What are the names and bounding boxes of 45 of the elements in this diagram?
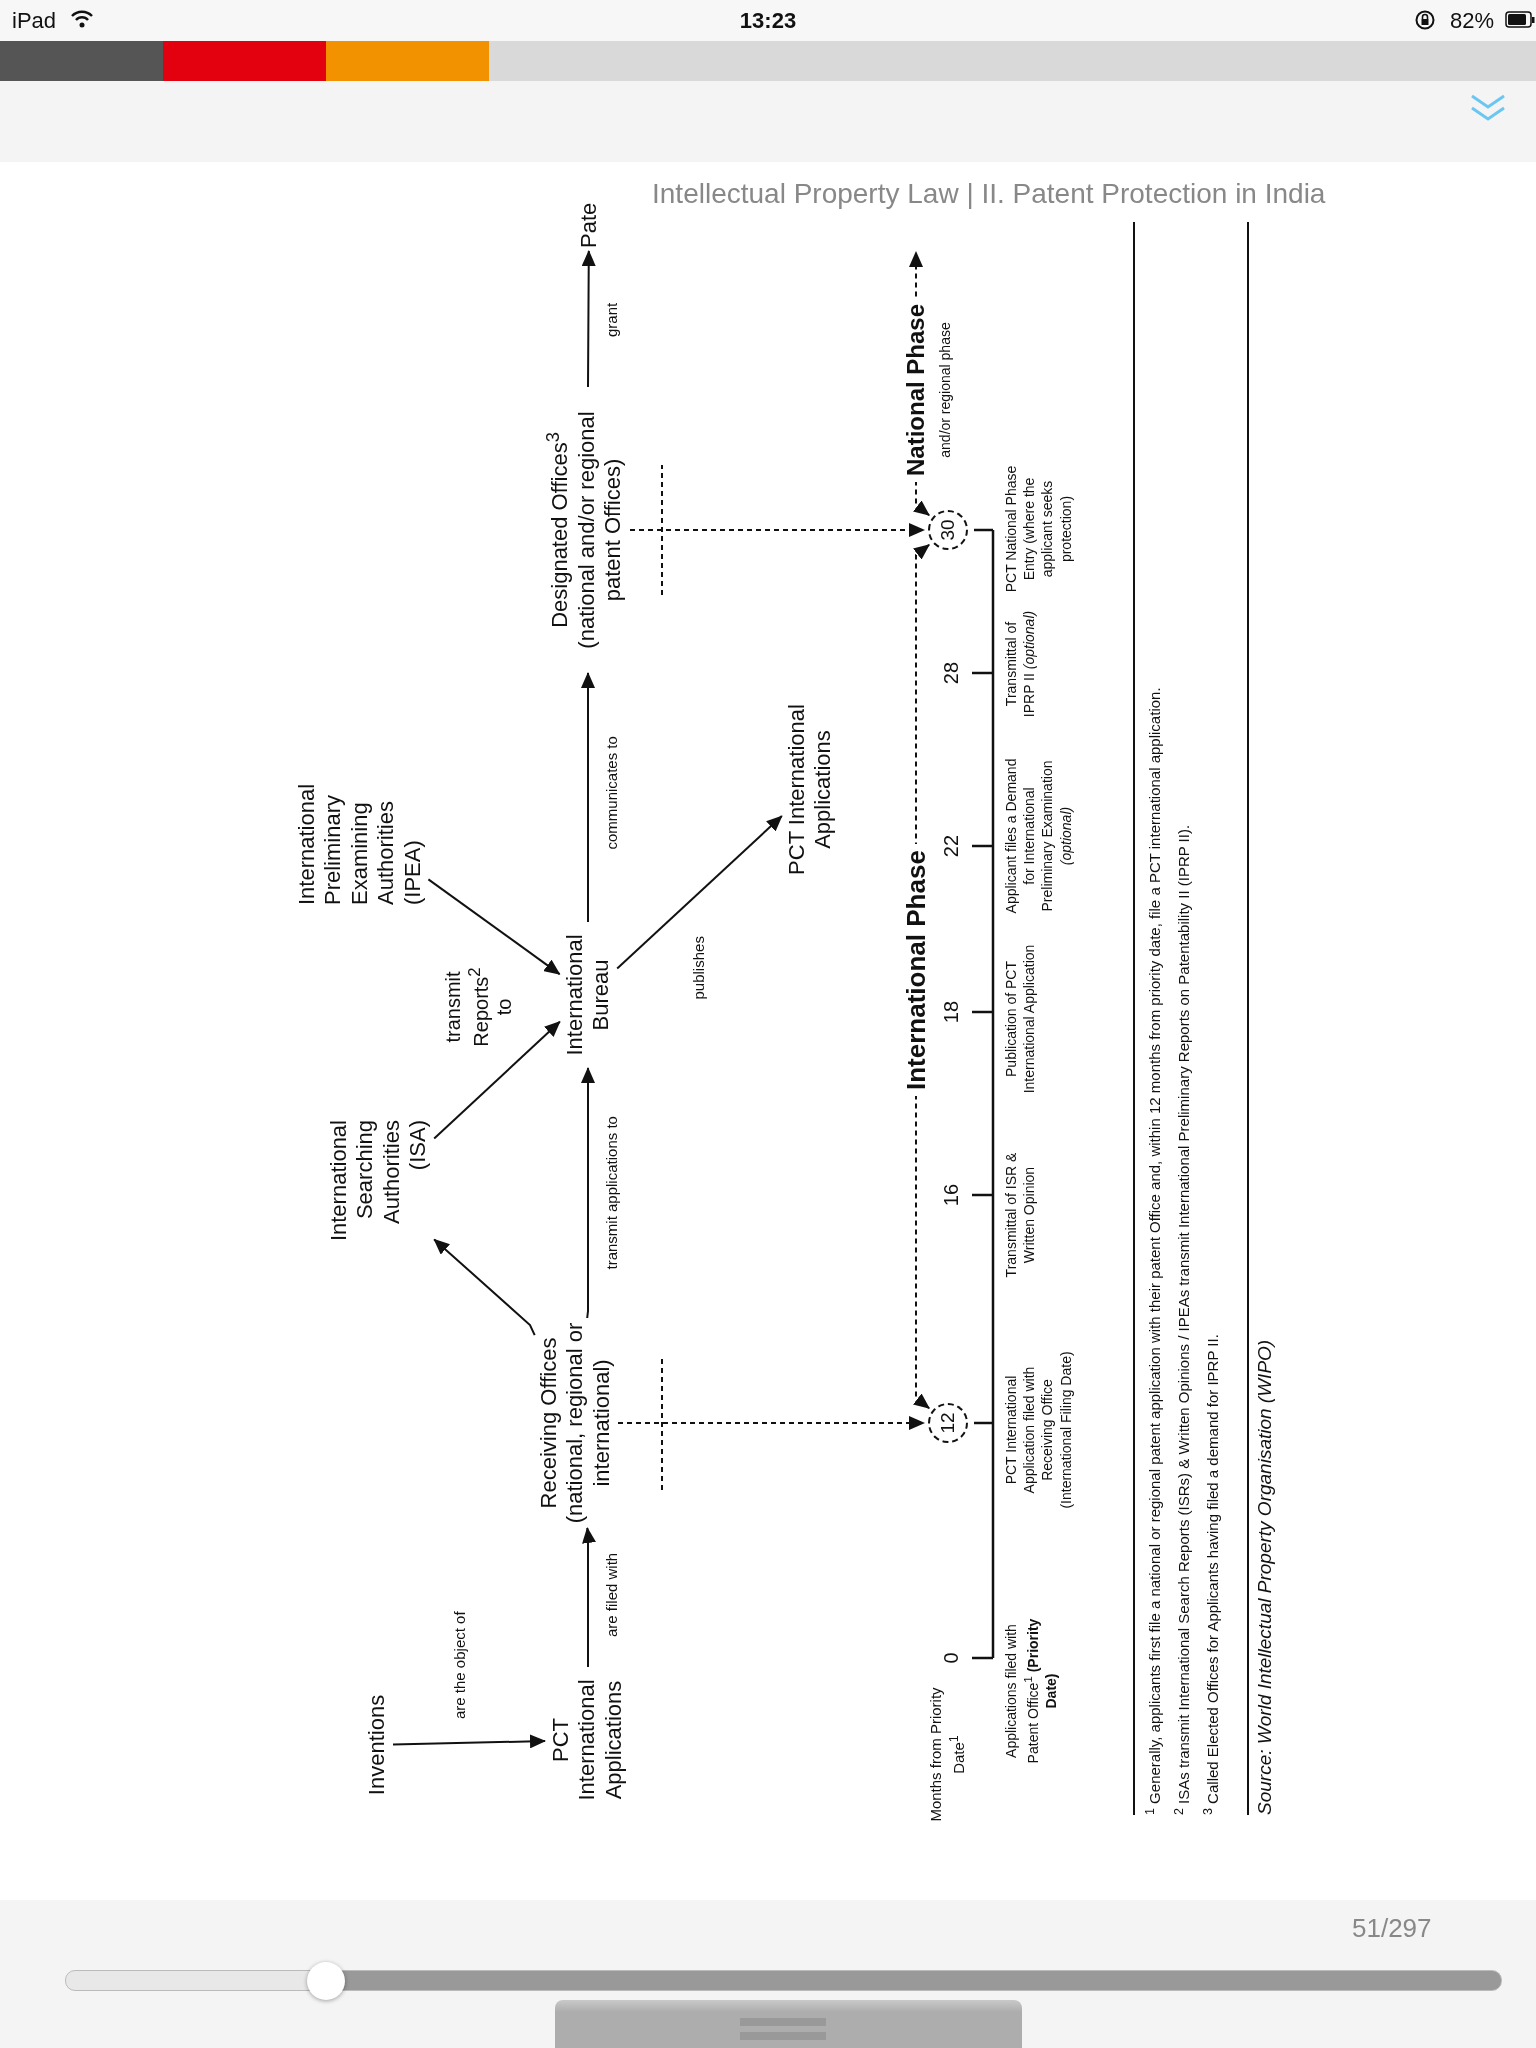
edge-label: are filed with [603, 1552, 621, 1637]
node-label: Inventions [364, 1690, 391, 1800]
timeline-event-text: Publication of PCT International Application [1002, 944, 1039, 1094]
edge-label: transmit applications to [603, 1116, 621, 1270]
page-number: 51/297 [1352, 1912, 1432, 1945]
timeline-event-text: Transmittal of ISR & Written Opinion [1002, 1151, 1039, 1280]
battery-percentage: 82% [1450, 7, 1495, 35]
arrow [581, 672, 595, 923]
edge-label: publishes [690, 936, 708, 1000]
arrow [427, 878, 561, 976]
node-label: International Searching Authorities (ISA) [326, 1120, 432, 1260]
edge-label: are the object of [451, 1611, 469, 1719]
arrow [433, 1020, 561, 1140]
status-text: iPad [12, 7, 57, 35]
node-label: Designated Offices$^{3}$ (national and/or regional patent Offices) [542, 390, 627, 670]
month-number: 18 [939, 999, 963, 1026]
dashed-circle: 30 [928, 510, 968, 550]
phase-subtitle: and/or regional phase [936, 321, 954, 460]
arrow [392, 1734, 546, 1749]
edge-label: communicates to [603, 736, 621, 850]
edge-label: grant [603, 302, 621, 337]
month-number: 28 [939, 660, 963, 687]
arrow [616, 815, 783, 970]
clock-text: 13:23 [738, 7, 798, 35]
node-label: International Bureau [562, 925, 615, 1065]
arrow [433, 1238, 536, 1337]
node-label: Pate [576, 202, 603, 248]
month-number: 16 [939, 1182, 963, 1209]
node-label: Receiving Offices (national, regional or international) [536, 1321, 616, 1525]
running-header: Intellectual Property Law | II. Patent Protection in India [652, 177, 1326, 211]
arrow [581, 250, 596, 388]
source-note: Source: World Intellectual Property Organisation (WIPO) [1253, 1339, 1276, 1815]
month-number: 22 [939, 833, 963, 860]
dashed-arrow [629, 523, 925, 537]
dashed-circle: 12 [928, 1403, 968, 1443]
timeline-event-text: Applicant files a Demand for International Preliminary Examination (optional) [1002, 757, 1075, 916]
arrow [582, 1527, 596, 1668]
node-label: PCT International Applications [548, 1670, 628, 1810]
dashed-arrow [617, 1416, 925, 1430]
timeline-event-text: PCT National Phase Entry (where the applicant seeks protection) [1002, 464, 1075, 595]
node-label: PCT International Applications [784, 697, 837, 882]
node-label: International Preliminary Examining Authorities (IPEA) [294, 755, 426, 905]
arrow [581, 1067, 595, 1319]
timeline-event-text: PCT International Application filed with Receiving Office (International Filing Date) [1002, 1350, 1075, 1511]
month-number: 0 [939, 1651, 963, 1666]
